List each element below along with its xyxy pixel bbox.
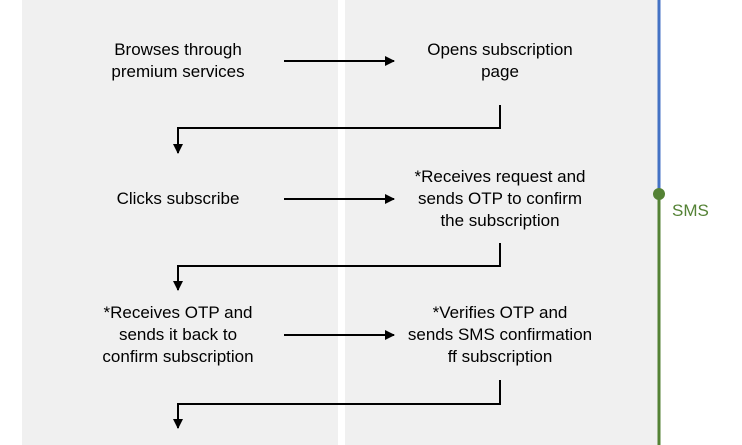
user-lane bbox=[22, 0, 338, 445]
service-lane bbox=[345, 0, 658, 445]
step-click-subscribe: Clicks subscribe bbox=[116, 189, 240, 208]
arrow-request-to-otp bbox=[173, 243, 501, 291]
sms-label: SMS bbox=[672, 201, 709, 220]
timeline-sms-marker bbox=[653, 188, 665, 200]
arrow-verify-to-next bbox=[173, 380, 501, 429]
arrow-open-to-click bbox=[173, 105, 501, 154]
